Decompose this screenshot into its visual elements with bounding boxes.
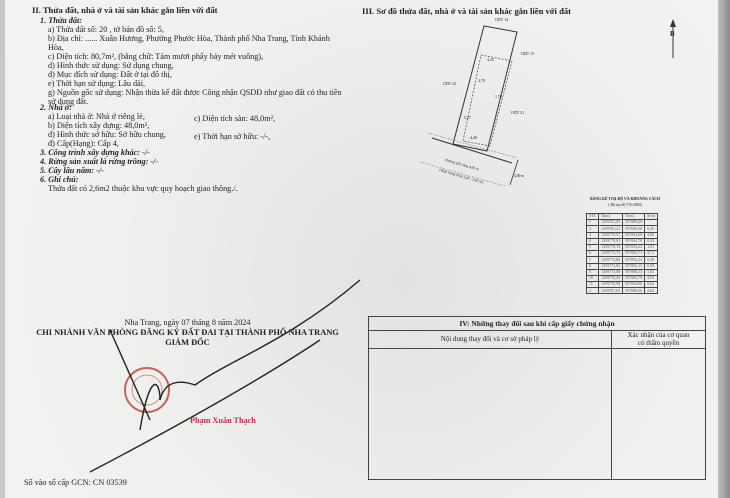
ownership-term: e) Thời hạn sở hữu: -/-, [194, 132, 271, 141]
note-text: Thửa đất có 2,6m2 thuộc khu vực quy hoạc… [48, 184, 238, 193]
land-detail-line: d) Hình thức sử dụng: Sử dụng chung, [48, 61, 174, 70]
section4-title: IV: Những thay đổi sau khi cấp giấy chứn… [369, 317, 705, 331]
coord-table-subtitle: ( Hệ toạ độ VN-2000) [608, 203, 642, 207]
table-cell: 1359773,73 [598, 250, 624, 258]
col-confirm-line1: Xác nhận của cơ quan [627, 331, 690, 339]
north-label: B [670, 30, 675, 38]
forest: 4. Rừng sản xuất là rừng trồng: -/- [40, 157, 159, 166]
land-detail-line: c) Diện tích: 80,7m², (bằng chữ: Tám mươ… [48, 52, 264, 61]
signature-stroke [89, 279, 361, 473]
road-width: 4,00 m [514, 174, 524, 178]
land-detail-line: sử dụng đất. [48, 97, 89, 106]
label-right-top: ODT 13 [521, 51, 535, 56]
table-cell: 597084,06 [622, 281, 646, 289]
house-heading: 2. Nhà ở: [40, 103, 72, 112]
build-area: b) Diện tích xây dựng: 48,0m², [48, 121, 150, 130]
sign-date: Nha Trang, ngày 07 tháng 8 năm 2024 [124, 318, 251, 327]
table-cell: 597089,66 [622, 219, 646, 227]
director-role: GIÁM ĐỐC [165, 338, 210, 347]
label-h1: 3,70 [478, 78, 485, 83]
parcel-outline [452, 25, 518, 152]
coord-table-title: BẢNG KÊ TOẠ ĐỘ VÀ KHOẢNG CÁCH [590, 197, 660, 201]
floor-area: c) Diện tích sàn: 48,0m², [194, 114, 276, 123]
grade: đ) Cấp(Hạng): Cấp 4, [48, 139, 119, 148]
label-right: ODT 21 [511, 110, 525, 115]
office-name: CHI NHÁNH VĂN PHÒNG ĐĂNG KÝ ĐẤT ĐAI TẠI … [36, 328, 339, 337]
col-changes-header: Nội dung thay đổi và cơ sở pháp lý [369, 331, 612, 348]
parcel-diagram [419, 19, 676, 187]
land-detail-line: b) Địa chỉ: ...... Xuân Hương, Phường Ph… [48, 34, 330, 43]
col-confirm-header: Xác nhận của cơ quan có thẩm quyền [612, 331, 705, 348]
table-cell: 597089,66 [622, 287, 646, 295]
register-number: Số vào sổ cấp GCN: CN 03539 [24, 478, 127, 487]
label-h3: 1,76 [495, 94, 502, 99]
table-cell: 1359781,05 [598, 287, 624, 295]
label-bottom: 4,40 [470, 135, 477, 140]
ownership: d) Hình thức sở hữu: Sở hữu chung, [48, 130, 166, 139]
table-cell: 597092,71 [622, 250, 646, 258]
land-detail-line: Hòa, [48, 43, 64, 52]
label-h2: 5,57 [464, 115, 471, 120]
changes-table: IV: Những thay đổi sau khi cấp giấy chứn… [368, 316, 706, 480]
land-heading: 1. Thửa đất: [40, 16, 82, 25]
label-left: ODT 22 [443, 81, 457, 86]
label-top: ODT 14 [495, 17, 509, 22]
house-outline [462, 54, 513, 147]
signature-drawing [89, 279, 361, 473]
changes-content-cell [369, 349, 612, 480]
table-cell: 1359776,98 [598, 281, 624, 289]
house-type: a) Loại nhà ở: Nhà ở riêng lẻ, [48, 112, 145, 121]
label-house: 4,25 [487, 57, 494, 62]
note-heading: 6. Ghi chú: [40, 175, 79, 184]
other-works: 3. Công trình xây dựng khác: -/- [40, 148, 150, 157]
left-edge [0, 0, 5, 498]
perennial: 5. Cây lâu năm: -/- [40, 166, 104, 175]
signer-name: Phạm Xuân Thạch [190, 416, 256, 425]
right-edge [718, 0, 730, 498]
table-cell: 1 [585, 287, 600, 295]
section2-title: II. Thửa đất, nhà ở và tài sản khác gắn … [32, 5, 218, 15]
land-detail-line: đ) Mục đích sử dụng: Đất ở tại đô thị, [48, 70, 172, 79]
col-confirm-line2: có thẩm quyền [637, 338, 680, 347]
table-cell: 4,84 [644, 287, 659, 295]
section3-title: III. Sơ đồ thửa đất, nhà ở và tài sản kh… [362, 6, 572, 16]
land-detail-line: g) Nguồn gốc sử dụng: Nhận thừa kế đất đ… [48, 88, 342, 97]
land-detail-line: e) Thời hạn sử dụng: Lâu dài, [48, 79, 146, 88]
land-detail-line: a) Thửa đất số: 20 , tờ bản đồ số: 5, [48, 25, 164, 34]
table-cell: 1359781,05 [598, 219, 624, 227]
confirm-content-cell [612, 349, 705, 480]
